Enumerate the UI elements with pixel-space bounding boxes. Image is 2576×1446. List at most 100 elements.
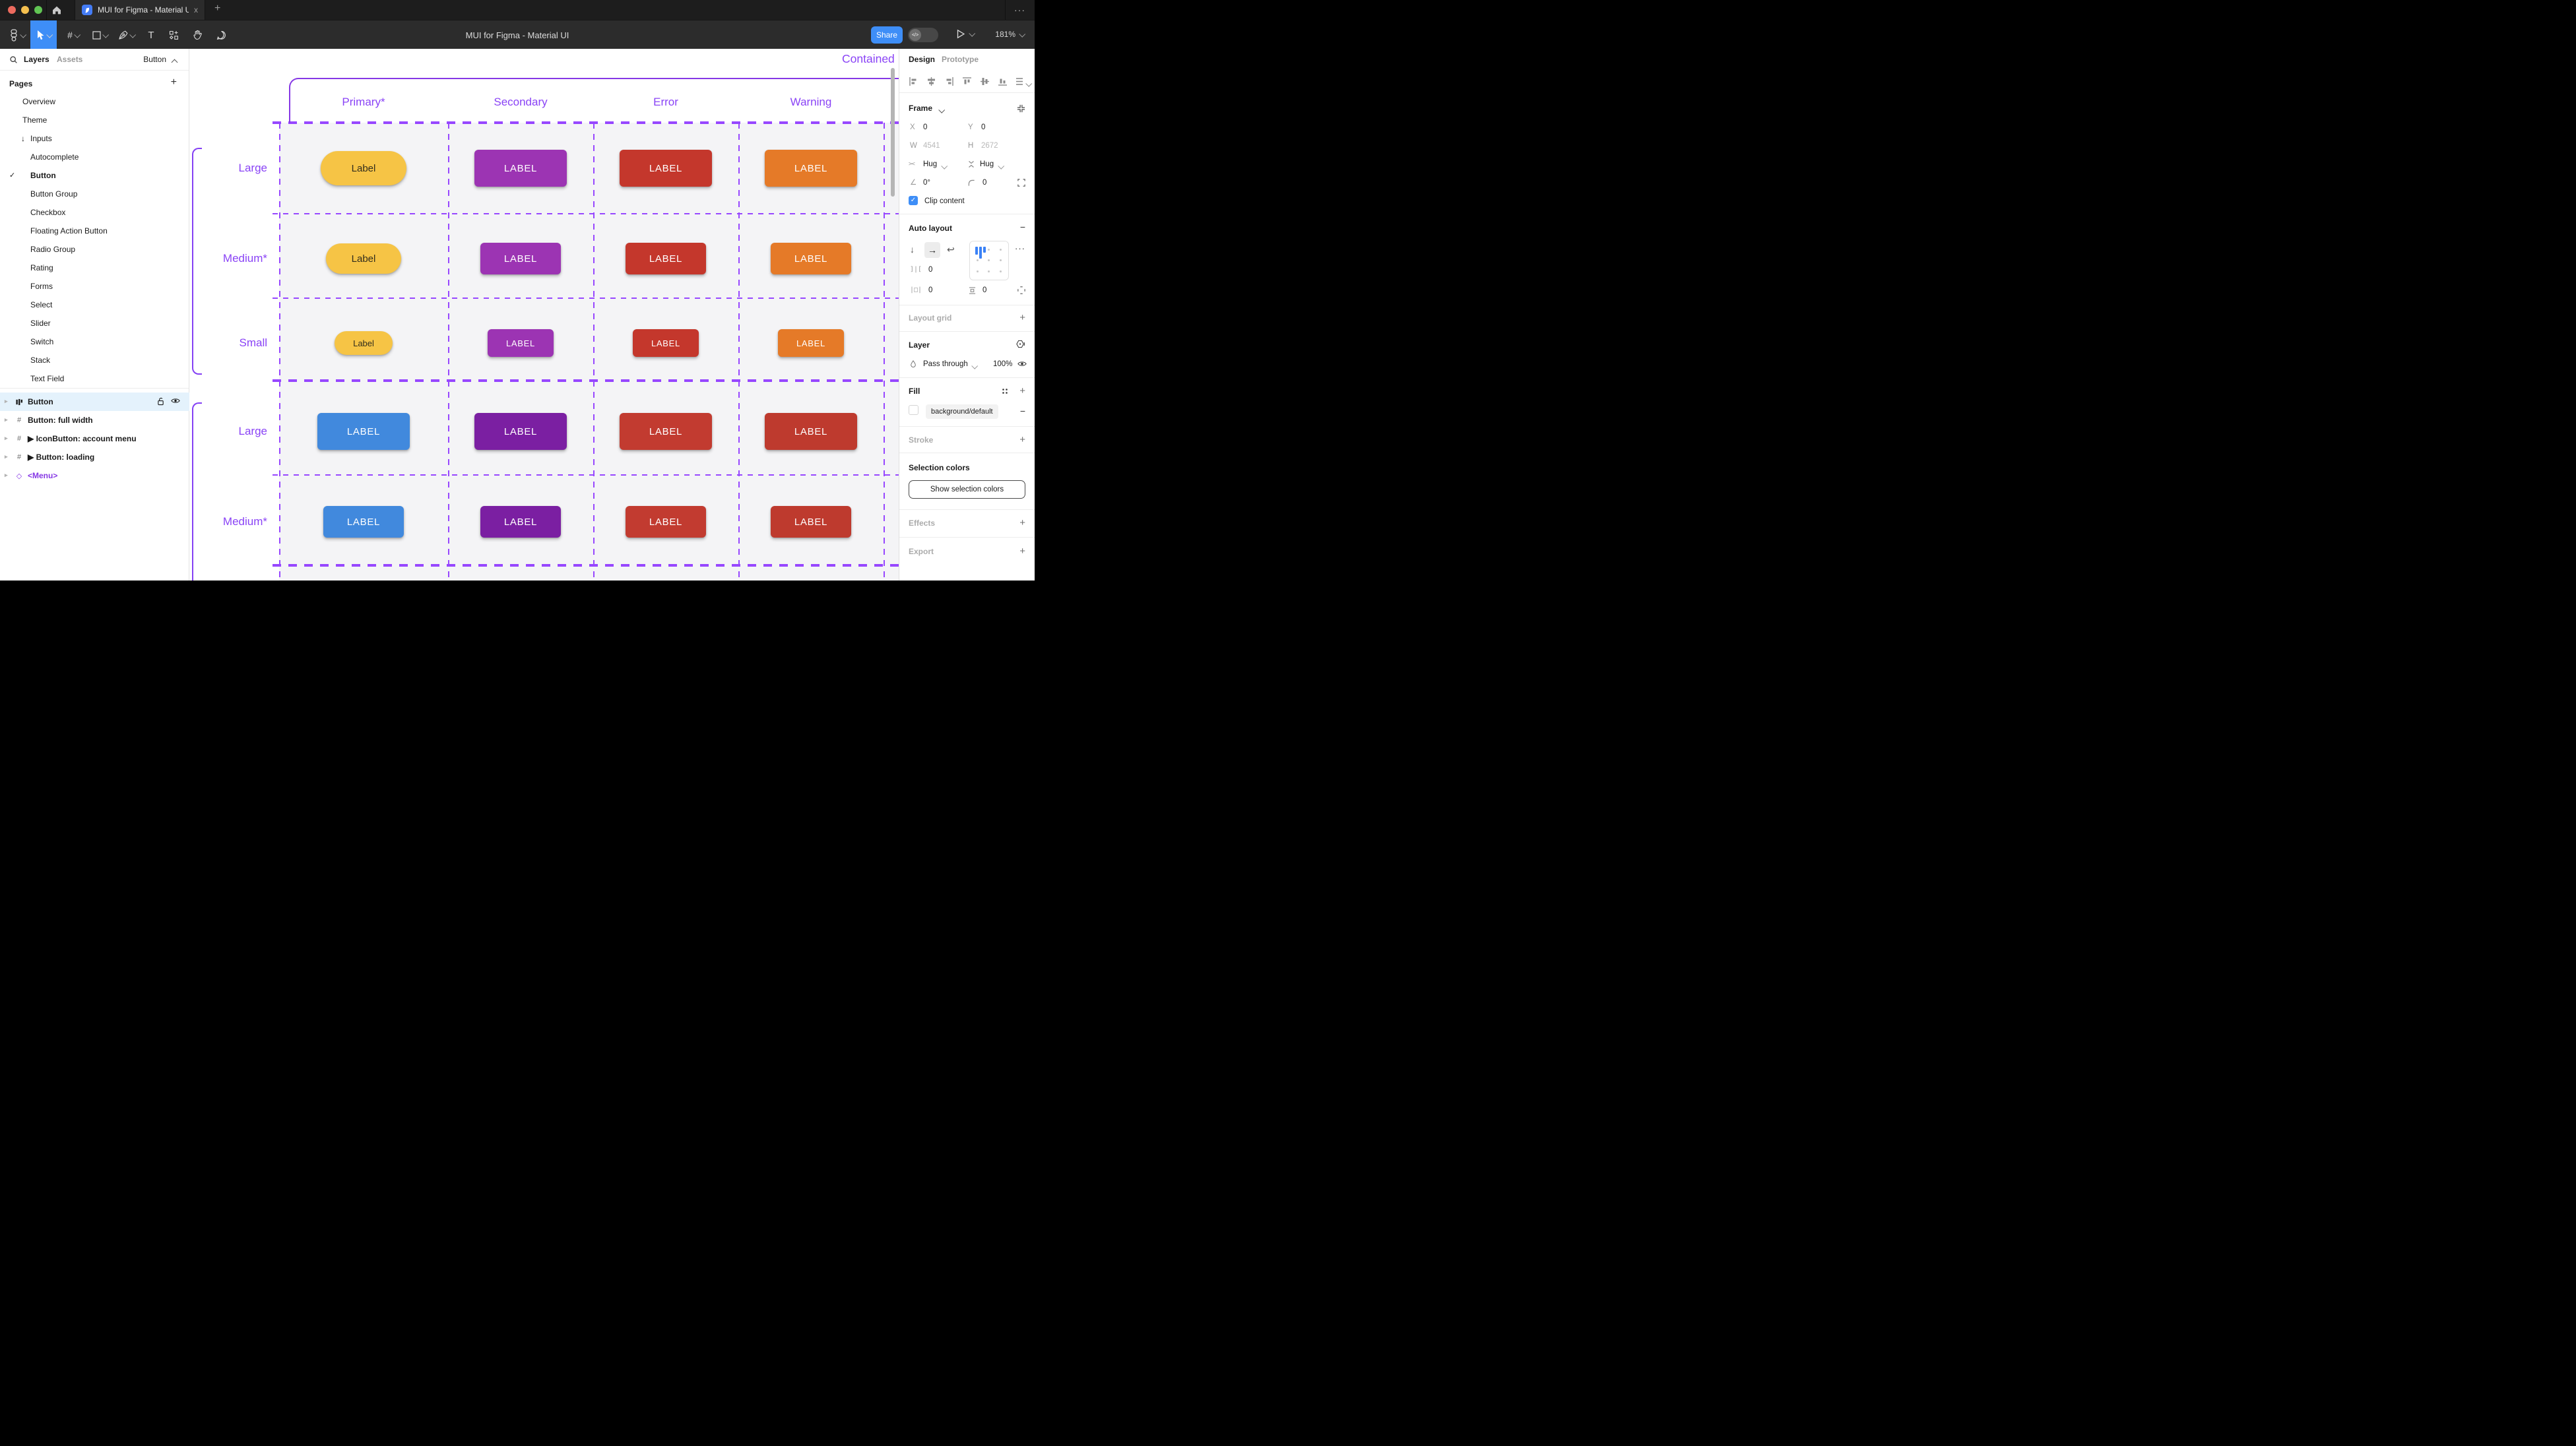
- share-button[interactable]: Share: [871, 26, 903, 44]
- add-stroke-button[interactable]: +: [1019, 434, 1025, 445]
- sidebar-item-floating-action-button[interactable]: Floating Action Button: [0, 223, 189, 239]
- canvas-button-error-small[interactable]: LABEL: [633, 329, 699, 357]
- remove-fill-button[interactable]: −: [1020, 406, 1025, 416]
- canvas-button-warning-large[interactable]: LABEL: [765, 150, 857, 187]
- canvas-scrollbar[interactable]: [891, 68, 895, 197]
- layer-row-button-loading[interactable]: ▸ # ▶ Button: loading: [0, 448, 189, 466]
- page-selector[interactable]: Button: [143, 55, 166, 64]
- pen-tool-button[interactable]: [113, 20, 140, 49]
- tab-prototype[interactable]: Prototype: [942, 55, 979, 64]
- layer-row-button[interactable]: ▸ Button: [0, 393, 189, 411]
- rotation-input[interactable]: 0°: [923, 177, 930, 188]
- canvas-button-error-large[interactable]: LABEL: [620, 150, 712, 187]
- sidebar-item-theme[interactable]: Theme: [0, 112, 189, 128]
- canvas-button-primary-medium[interactable]: Label: [326, 243, 401, 274]
- sidebar-item-button[interactable]: ✓Button: [0, 168, 189, 183]
- active-file-tab[interactable]: MUI for Figma - Material UI x: [75, 0, 205, 20]
- padding-horizontal-input[interactable]: 0: [928, 285, 932, 296]
- sidebar-item-radio-group[interactable]: Radio Group: [0, 241, 189, 257]
- align-right-icon[interactable]: [944, 77, 954, 88]
- sidebar-item-select[interactable]: Select: [0, 297, 189, 313]
- frame-section-header[interactable]: Frame: [909, 104, 932, 113]
- canvas-button-error-medium[interactable]: LABEL: [626, 243, 706, 274]
- hand-tool-button[interactable]: [187, 20, 209, 49]
- visibility-eye-icon[interactable]: [171, 397, 180, 408]
- canvas-button-primary-large-2[interactable]: LABEL: [317, 413, 410, 450]
- y-position-input[interactable]: 0: [981, 122, 985, 133]
- canvas-button-secondary-medium-2[interactable]: LABEL: [480, 506, 561, 538]
- window-close-button[interactable]: [8, 6, 16, 14]
- fill-style-chip[interactable]: background/default: [926, 404, 998, 419]
- align-h-center-icon[interactable]: [926, 77, 936, 88]
- wrap-button[interactable]: ↩: [947, 244, 955, 255]
- blend-mode-icon[interactable]: [1015, 339, 1025, 351]
- show-selection-colors-button[interactable]: Show selection colors: [909, 480, 1025, 499]
- tab-design[interactable]: Design: [909, 55, 935, 64]
- dev-mode-toggle[interactable]: </>: [908, 28, 938, 42]
- v-sizing-select[interactable]: Hug: [980, 159, 994, 170]
- height-input[interactable]: 2672: [981, 141, 998, 151]
- frame-tool-button[interactable]: #: [61, 20, 86, 49]
- align-top-icon[interactable]: [962, 77, 972, 88]
- caret-icon[interactable]: ▸: [5, 398, 8, 405]
- width-input[interactable]: 4541: [923, 141, 940, 151]
- caret-icon[interactable]: ▸: [5, 472, 8, 479]
- search-icon[interactable]: [9, 55, 18, 66]
- sidebar-item-forms[interactable]: Forms: [0, 278, 189, 294]
- canvas-button-primary-large[interactable]: Label: [321, 151, 406, 185]
- clip-content-checkbox[interactable]: ✓: [909, 196, 918, 205]
- canvas-button-error-large-2[interactable]: LABEL: [620, 413, 712, 450]
- blend-mode-select[interactable]: Pass through: [923, 359, 968, 369]
- add-fill-button[interactable]: +: [1019, 385, 1025, 396]
- sidebar-item-rating[interactable]: Rating: [0, 260, 189, 276]
- add-effect-button[interactable]: +: [1019, 517, 1025, 528]
- add-layout-grid-button[interactable]: +: [1019, 312, 1025, 323]
- layer-visibility-eye-icon[interactable]: [1017, 360, 1027, 371]
- present-button[interactable]: [956, 29, 974, 39]
- canvas-button-warning-medium-2[interactable]: LABEL: [771, 506, 851, 538]
- canvas-button-primary-medium-2[interactable]: LABEL: [323, 506, 404, 538]
- move-tool-button[interactable]: [30, 20, 57, 49]
- sidebar-item-inputs[interactable]: ↓Inputs: [0, 131, 189, 146]
- auto-layout-more-icon[interactable]: ···: [1015, 243, 1025, 254]
- collapse-frame-icon[interactable]: [1017, 104, 1025, 115]
- align-left-icon[interactable]: [909, 77, 918, 88]
- fill-styles-icon[interactable]: [1002, 388, 1008, 396]
- gap-input[interactable]: 0: [928, 265, 932, 275]
- zoom-menu[interactable]: 181%: [995, 30, 1024, 39]
- canvas-button-primary-small[interactable]: Label: [335, 331, 393, 355]
- h-sizing-select[interactable]: Hug: [923, 159, 937, 170]
- individual-padding-icon[interactable]: [1017, 286, 1025, 298]
- x-position-input[interactable]: 0: [923, 122, 927, 133]
- canvas-button-warning-small[interactable]: LABEL: [778, 329, 844, 357]
- sidebar-item-slider[interactable]: Slider: [0, 315, 189, 331]
- window-zoom-button[interactable]: [34, 6, 42, 14]
- canvas-button-secondary-large[interactable]: LABEL: [474, 150, 567, 187]
- sidebar-item-button-group[interactable]: Button Group: [0, 186, 189, 202]
- caret-icon[interactable]: ▸: [5, 435, 8, 442]
- caret-icon[interactable]: ▸: [5, 416, 8, 424]
- tab-overflow-menu-icon[interactable]: ···: [1014, 5, 1025, 15]
- shape-tool-button[interactable]: [87, 20, 112, 49]
- sidebar-item-text-field[interactable]: Text Field: [0, 371, 189, 387]
- canvas-button-warning-large-2[interactable]: LABEL: [765, 413, 857, 450]
- tab-assets[interactable]: Assets: [57, 55, 82, 64]
- fill-color-swatch[interactable]: [909, 405, 918, 415]
- direction-down-button[interactable]: ↓: [910, 244, 915, 255]
- resources-tool-button[interactable]: [162, 20, 185, 49]
- canvas-button-error-medium-2[interactable]: LABEL: [626, 506, 706, 538]
- sidebar-item-checkbox[interactable]: Checkbox: [0, 204, 189, 220]
- canvas-button-secondary-small[interactable]: LABEL: [488, 329, 554, 357]
- text-tool-button[interactable]: T: [141, 20, 161, 49]
- align-bottom-icon[interactable]: [998, 77, 1008, 88]
- align-v-center-icon[interactable]: [980, 77, 990, 88]
- sidebar-item-overview[interactable]: Overview: [0, 94, 189, 110]
- add-page-button[interactable]: +: [171, 77, 177, 88]
- main-menu-button[interactable]: [5, 20, 29, 49]
- unlock-icon[interactable]: [157, 397, 164, 408]
- tab-layers[interactable]: Layers: [24, 55, 49, 64]
- canvas-button-secondary-medium[interactable]: LABEL: [480, 243, 561, 274]
- remove-auto-layout-button[interactable]: −: [1020, 222, 1025, 232]
- chevron-down-icon[interactable]: [939, 107, 944, 115]
- window-minimize-button[interactable]: [21, 6, 29, 14]
